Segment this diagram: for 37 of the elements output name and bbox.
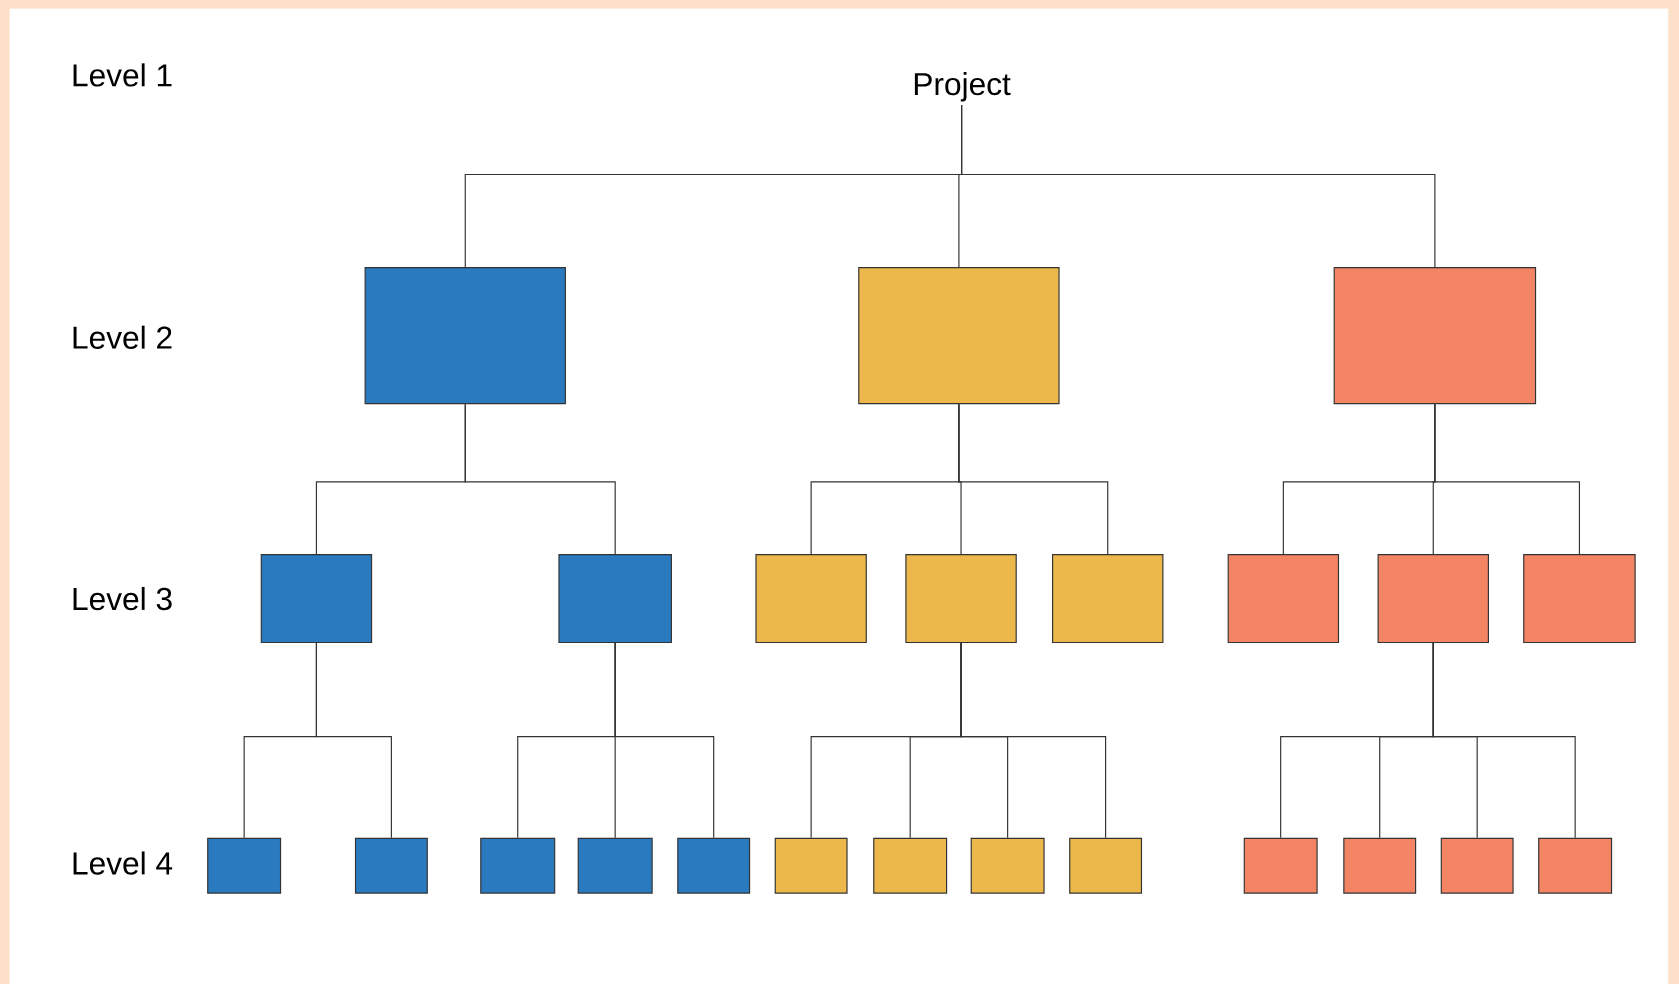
box bbox=[1333, 267, 1537, 405]
box bbox=[873, 837, 948, 894]
box bbox=[774, 837, 848, 894]
node-label: Project bbox=[914, 72, 1011, 102]
box bbox=[577, 837, 653, 894]
box bbox=[755, 554, 867, 644]
box bbox=[905, 554, 1017, 644]
box bbox=[970, 837, 1045, 894]
level-label: Level 4 bbox=[73, 851, 173, 875]
connector-line bbox=[1432, 642, 1576, 839]
box bbox=[1538, 837, 1613, 894]
box bbox=[1377, 554, 1489, 644]
level-label: Level 1 bbox=[73, 63, 172, 87]
connector-line bbox=[961, 104, 1436, 268]
box bbox=[858, 267, 1060, 405]
box bbox=[1069, 837, 1143, 894]
box bbox=[260, 554, 373, 644]
box bbox=[677, 837, 751, 894]
box bbox=[1440, 837, 1514, 894]
level-label: Level 2 bbox=[73, 325, 172, 349]
connector-line bbox=[958, 403, 1109, 555]
box bbox=[480, 837, 556, 894]
box bbox=[1343, 837, 1417, 894]
connector-line bbox=[960, 642, 1107, 839]
box bbox=[1243, 837, 1318, 894]
box bbox=[207, 837, 282, 894]
box bbox=[1523, 554, 1636, 644]
box bbox=[1052, 554, 1164, 644]
connector-line bbox=[464, 403, 616, 555]
connector-line bbox=[315, 642, 392, 839]
box bbox=[354, 837, 428, 894]
box bbox=[1227, 554, 1340, 644]
connector-line bbox=[614, 642, 715, 839]
level-label: Level 3 bbox=[73, 586, 172, 611]
box bbox=[558, 554, 672, 644]
connector-line bbox=[1434, 403, 1580, 555]
box bbox=[364, 267, 566, 405]
